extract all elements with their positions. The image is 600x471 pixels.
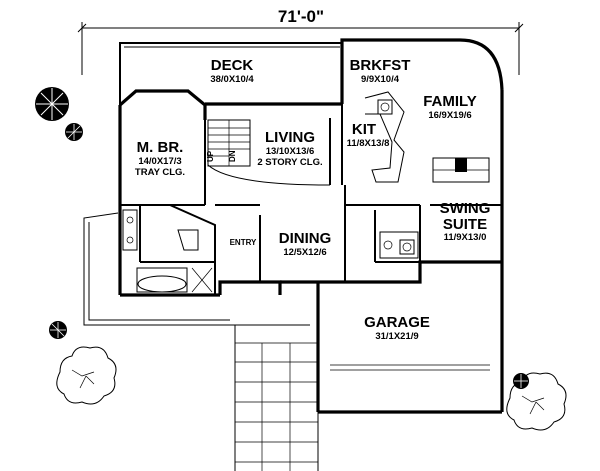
garage-name: GARAGE xyxy=(364,314,430,331)
tree-bottom-left xyxy=(56,346,117,405)
interior-walls xyxy=(119,104,502,295)
master-bath-fixtures xyxy=(122,209,213,293)
brkfst-size: 9/9X10/4 xyxy=(361,74,400,85)
master-note: TRAY CLG. xyxy=(135,167,185,178)
stairs: UP DN xyxy=(206,119,251,167)
living-name: LIVING xyxy=(265,129,315,146)
shrub-bottom-right xyxy=(513,373,529,389)
stair-up-label: UP xyxy=(206,150,215,162)
swing-size: 11/9X13/0 xyxy=(444,232,487,243)
porch xyxy=(83,212,310,343)
swing-name-1: SWING xyxy=(440,200,491,217)
kitchen-fixtures xyxy=(364,91,405,183)
tree-top-left xyxy=(35,87,69,121)
overall-dimension: 71'-0" xyxy=(77,6,524,75)
room-labels: DECK 38/0X10/4 BRKFST 9/9X10/4 FAMILY 16… xyxy=(135,57,491,342)
swing-bath-fixtures xyxy=(379,231,419,259)
dining-size: 12/5X12/6 xyxy=(283,247,326,258)
deck xyxy=(119,42,342,105)
shrub-bottom-left xyxy=(49,321,67,339)
deck-name: DECK xyxy=(211,57,254,74)
living-size: 13/10X13/6 xyxy=(266,146,315,157)
master-size: 14/0X17/3 xyxy=(138,156,181,167)
main-walls xyxy=(118,38,504,414)
master-name: M. BR. xyxy=(137,139,184,156)
family-name: FAMILY xyxy=(423,93,477,110)
fireplace xyxy=(432,157,490,183)
kit-size: 11/8X13/8 xyxy=(347,138,390,149)
swing-name-2: SUITE xyxy=(443,216,487,233)
entry-name: ENTRY xyxy=(230,238,257,247)
garage-size: 31/1X21/9 xyxy=(375,331,418,342)
overall-width-label: 71'-0" xyxy=(278,7,324,26)
walkway xyxy=(234,282,319,471)
stair-dn-label: DN xyxy=(228,150,237,162)
kit-name: KIT xyxy=(352,121,376,138)
living-note: 2 STORY CLG. xyxy=(257,157,322,168)
deck-size: 38/0X10/4 xyxy=(210,74,254,85)
brkfst-name: BRKFST xyxy=(350,57,411,74)
family-size: 16/9X19/6 xyxy=(428,110,471,121)
dining-name: DINING xyxy=(279,230,332,247)
shrub-left-small xyxy=(65,123,83,141)
